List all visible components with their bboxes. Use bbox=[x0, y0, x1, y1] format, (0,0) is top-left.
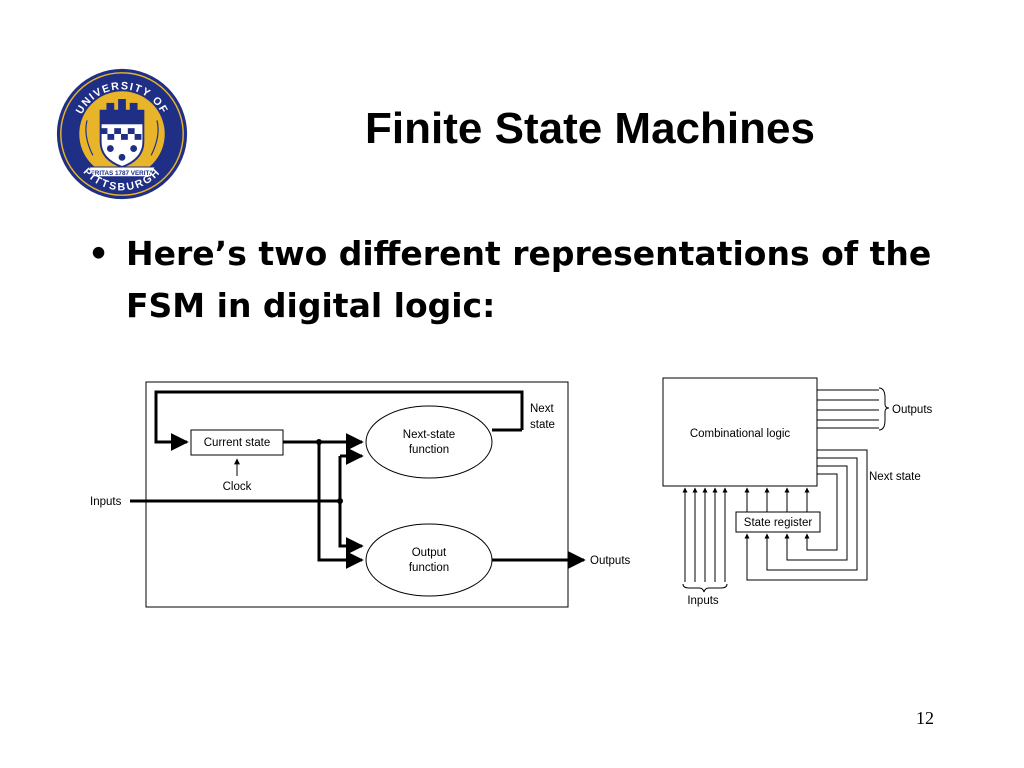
seal-ribbon-year: 1787 bbox=[115, 170, 130, 177]
inputs-label: Inputs bbox=[90, 496, 122, 508]
right-outputs-label: Outputs bbox=[892, 404, 933, 416]
page-number: 12 bbox=[916, 708, 934, 728]
combinational-logic-diagram: Combinational logic Outputs State regist… bbox=[662, 377, 933, 607]
seal-ribbon-right: VERITAS bbox=[131, 170, 158, 177]
svg-text:VERITAS 1787 VERITAS: VERITAS 1787 VERITAS bbox=[86, 170, 157, 177]
combinational-logic-label: Combinational logic bbox=[690, 428, 791, 440]
next-state-fn-line2: function bbox=[409, 444, 449, 456]
output-fn-line2: function bbox=[409, 562, 449, 574]
university-seal-logo: VERITAS 1787 VERITAS UNIVERSITY OF PITTS… bbox=[56, 68, 188, 200]
outputs-brace bbox=[878, 387, 890, 431]
output-fn-line1: Output bbox=[412, 547, 447, 559]
right-inputs-label: Inputs bbox=[687, 595, 719, 607]
next-state-label-line1: Next bbox=[530, 403, 554, 415]
outputs-label: Outputs bbox=[590, 555, 631, 567]
bullet-item: Here’s two different representations of … bbox=[88, 228, 988, 332]
next-state-label: Next state bbox=[869, 471, 921, 483]
state-register-box bbox=[735, 511, 821, 533]
fsm-block-diagram: Current state Clock Next-state function … bbox=[90, 381, 631, 608]
bullet-list: Here’s two different representations of … bbox=[88, 228, 988, 332]
next-state-function-ellipse bbox=[365, 405, 493, 479]
output-function-ellipse bbox=[365, 523, 493, 597]
state-to-output-wire bbox=[317, 442, 364, 569]
slide-title: Finite State Machines bbox=[365, 104, 815, 153]
next-state-fn-line1: Next-state bbox=[403, 429, 455, 441]
current-state-box bbox=[190, 429, 284, 456]
inputs-brace bbox=[682, 583, 728, 593]
seal-ribbon-left: VERITAS bbox=[86, 170, 113, 177]
clock-label: Clock bbox=[223, 481, 252, 493]
feedback-wire bbox=[154, 390, 524, 451]
state-register-label: State register bbox=[744, 517, 813, 529]
next-state-label-line2: state bbox=[530, 419, 555, 431]
combinational-logic-box bbox=[662, 377, 818, 487]
current-state-label: Current state bbox=[204, 437, 270, 449]
diagram-frame bbox=[145, 381, 569, 608]
